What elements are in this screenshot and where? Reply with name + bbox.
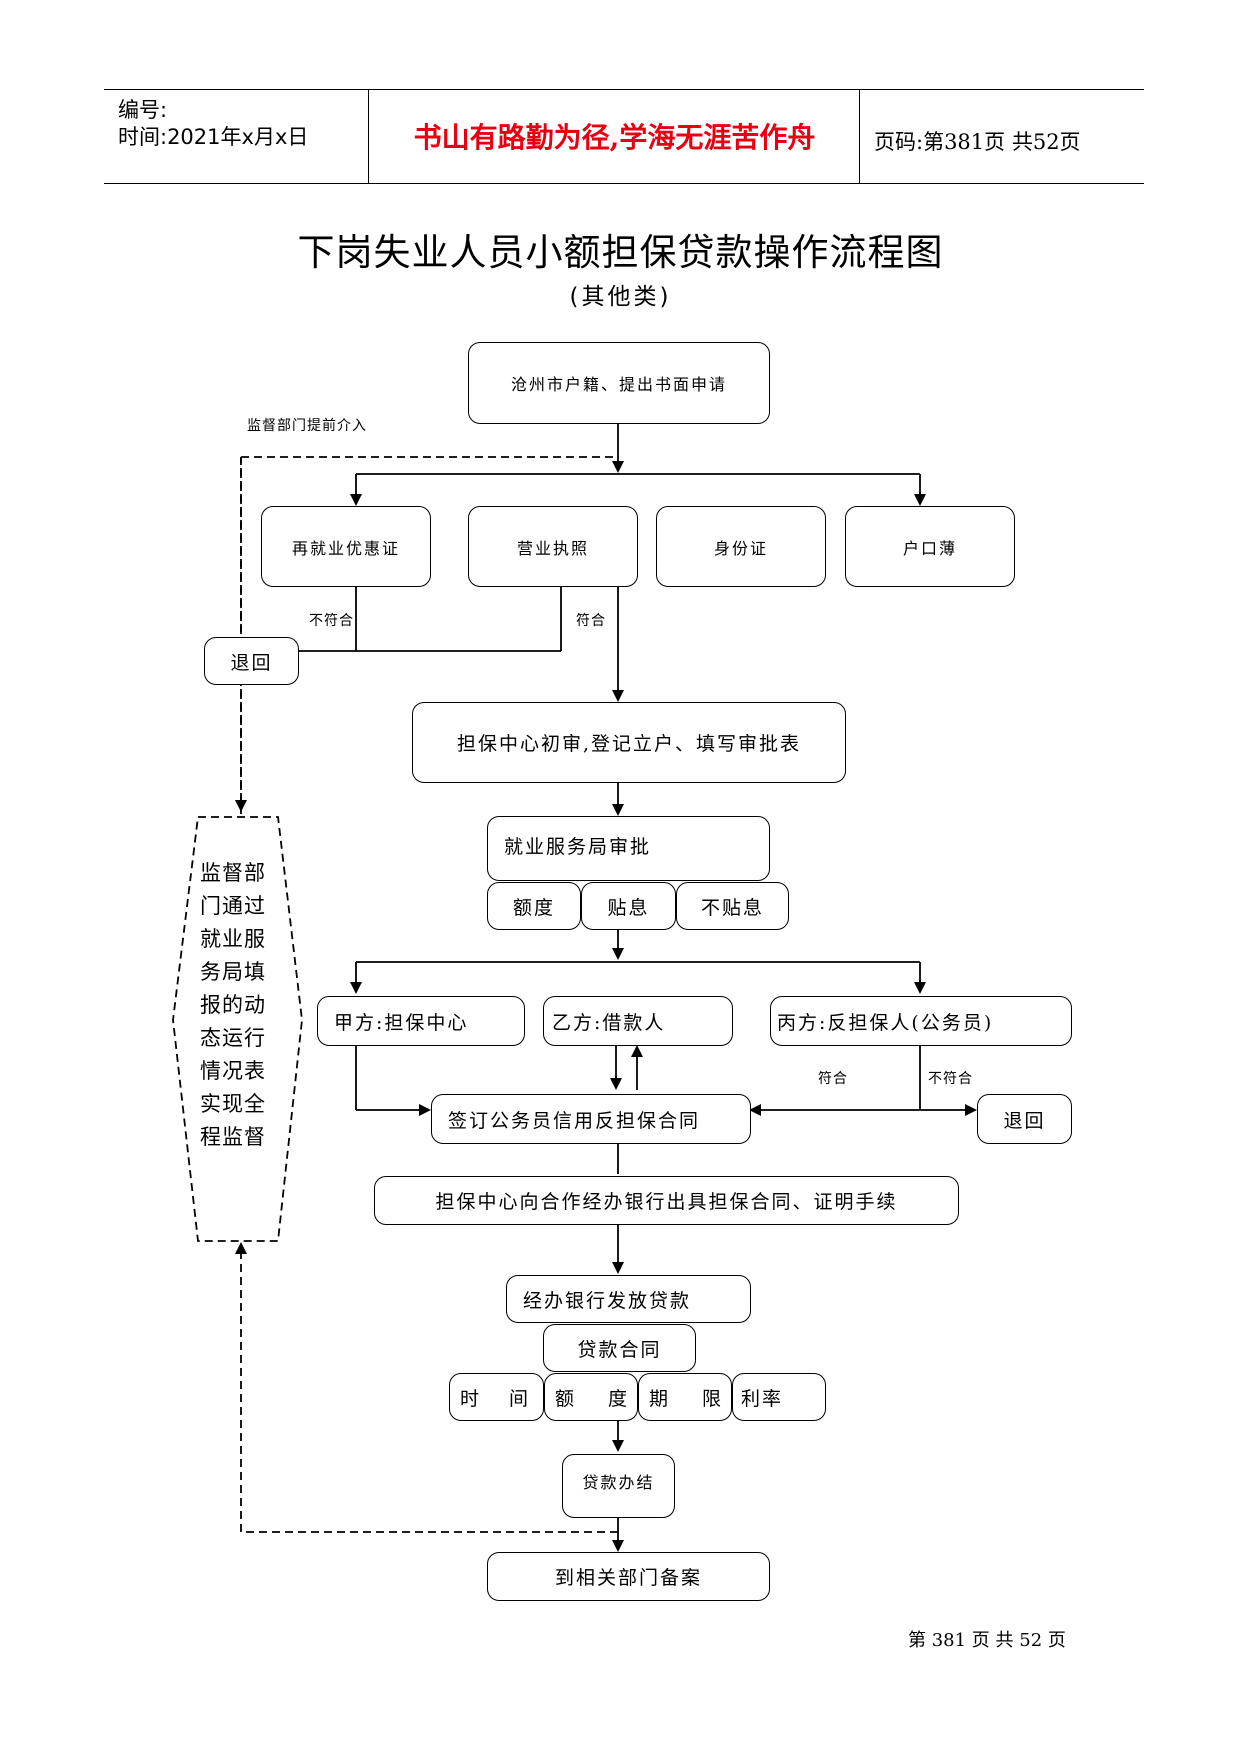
node-subsidy: 贴息 bbox=[581, 882, 676, 930]
node-monitor: 监督部门通过就业服务局填报的动态运行情况表实现全程监督 bbox=[200, 861, 266, 1149]
header-top-rule bbox=[104, 89, 1144, 90]
node-rate: 利率 bbox=[732, 1373, 826, 1421]
header-time: 时间:2021年x月x日 bbox=[118, 125, 309, 149]
monitor-hexagon bbox=[172, 816, 303, 1242]
header-page-info: 页码:第381页 共52页 bbox=[874, 130, 1081, 154]
page-title: 下岗失业人员小额担保贷款操作流程图 bbox=[297, 231, 944, 274]
node-party-b: 乙方:借款人 bbox=[543, 996, 733, 1046]
node-bank-loan: 经办银行发放贷款 bbox=[506, 1275, 751, 1323]
node-issue-contract: 担保中心向合作经办银行出具担保合同、证明手续 bbox=[374, 1176, 959, 1225]
node-filing: 到相关部门备案 bbox=[487, 1552, 770, 1601]
node-no-subsidy: 不贴息 bbox=[676, 882, 789, 930]
node-loan-done: 贷款办结 bbox=[562, 1454, 675, 1518]
header-serial: 编号: bbox=[118, 98, 168, 122]
node-quota: 额 度 bbox=[544, 1373, 638, 1421]
node-return-1: 退回 bbox=[204, 637, 299, 685]
node-loan-contract: 贷款合同 bbox=[543, 1324, 696, 1372]
node-party-c: 丙方:反担保人(公务员) bbox=[770, 996, 1072, 1046]
label-not-qualified-1: 不符合 bbox=[309, 613, 354, 629]
node-time: 时 间 bbox=[449, 1373, 544, 1421]
node-bureau-approval: 就业服务局审批 bbox=[487, 816, 770, 881]
node-doc-idcard: 身份证 bbox=[656, 506, 826, 587]
label-not-qualified-2: 不符合 bbox=[928, 1071, 973, 1087]
header-motto: 书山有路勤为径,学海无涯苦作舟 bbox=[413, 121, 816, 154]
header-divider-2 bbox=[859, 90, 860, 183]
node-doc-reemploy: 再就业优惠证 bbox=[261, 506, 431, 587]
node-return-2: 退回 bbox=[977, 1094, 1072, 1144]
node-apply: 沧州市户籍、提出书面申请 bbox=[468, 342, 770, 424]
header-bottom-rule bbox=[104, 183, 1144, 184]
node-initial-review: 担保中心初审,登记立户、填写审批表 bbox=[412, 702, 846, 783]
header-divider-1 bbox=[368, 90, 369, 183]
page-footer: 第 381 页 共 52 页 bbox=[908, 1630, 1066, 1651]
node-party-a: 甲方:担保中心 bbox=[317, 996, 525, 1046]
node-term: 期 限 bbox=[638, 1373, 732, 1421]
label-early-intervention: 监督部门提前介入 bbox=[247, 418, 367, 434]
node-sign-contract: 签订公务员信用反担保合同 bbox=[431, 1094, 751, 1144]
node-amount: 额度 bbox=[487, 882, 581, 930]
label-qualified-1: 符合 bbox=[576, 613, 606, 629]
label-qualified-2: 符合 bbox=[818, 1071, 848, 1087]
node-doc-license: 营业执照 bbox=[468, 506, 638, 587]
node-doc-hukou: 户口薄 bbox=[845, 506, 1015, 587]
page-subtitle: (其他类) bbox=[569, 284, 672, 310]
